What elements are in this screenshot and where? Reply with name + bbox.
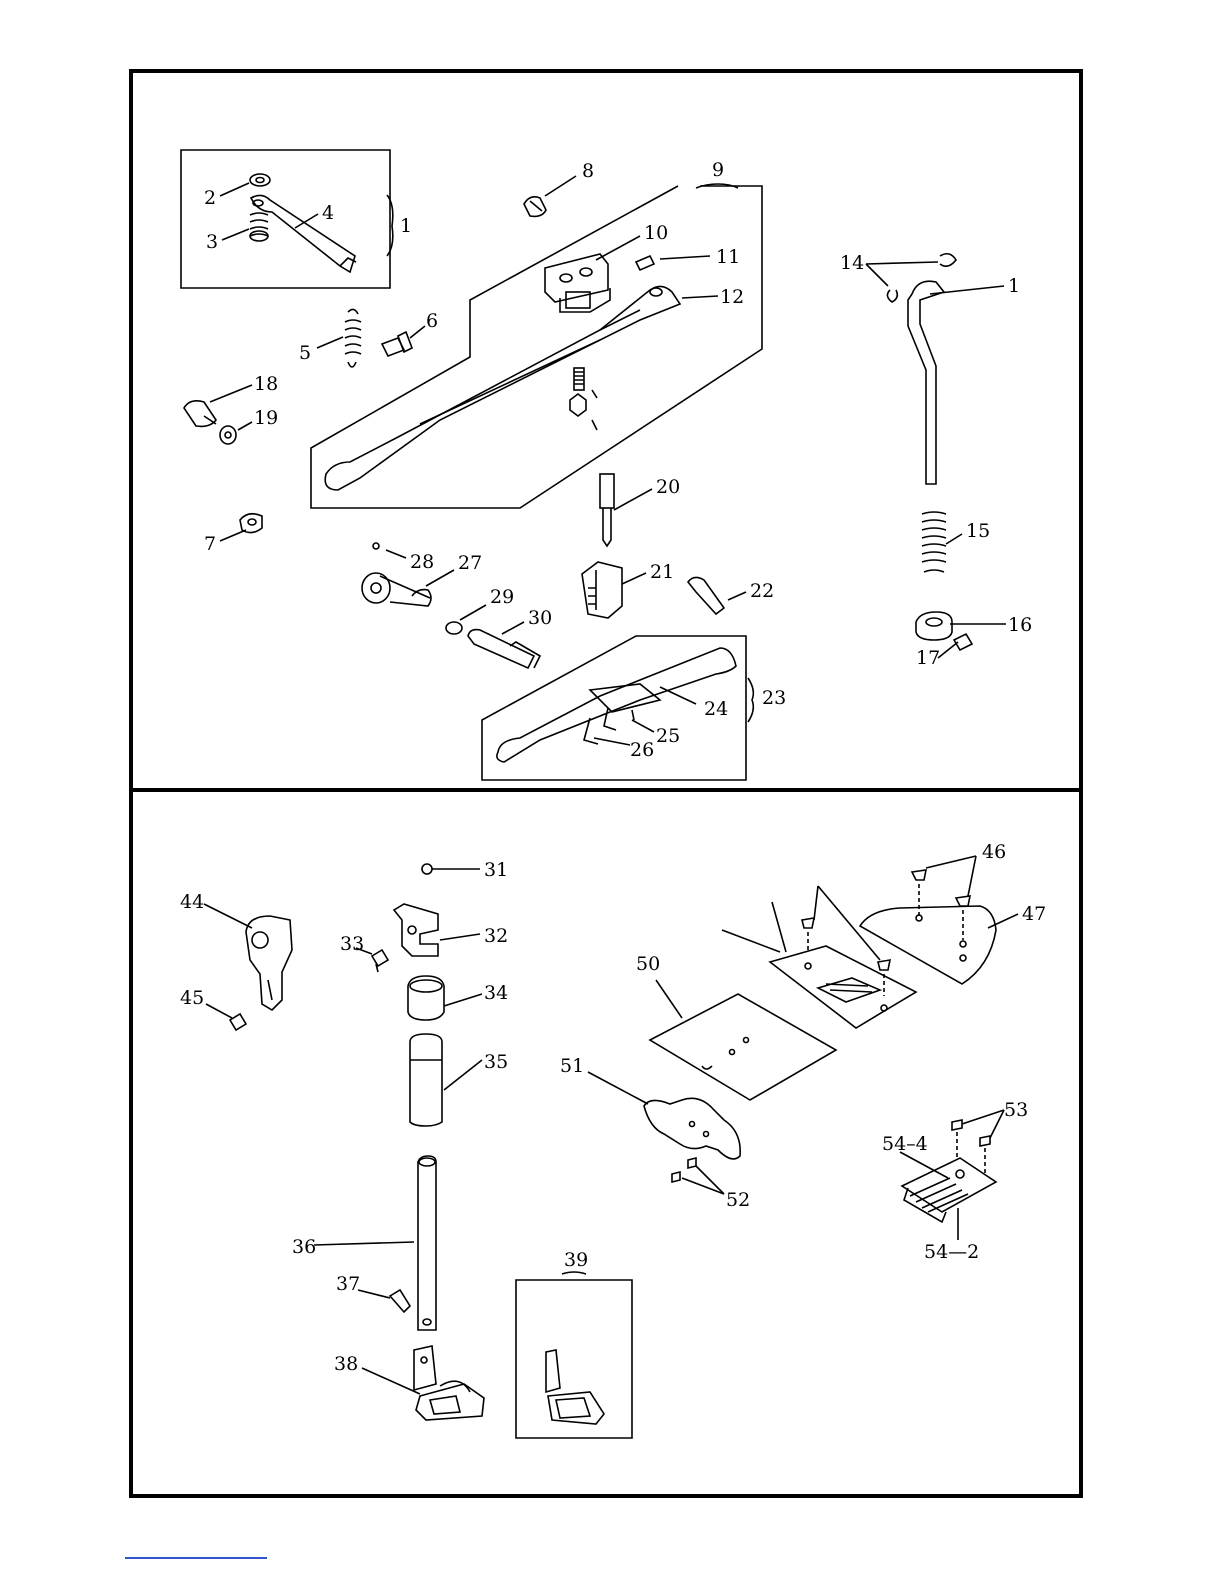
group-9-outline [311,184,762,508]
label-17: 17 [916,647,940,669]
label-52: 52 [726,1189,750,1211]
part-2-washer [220,174,270,196]
part-47-plate [860,906,1018,984]
label-25: 25 [656,725,680,747]
label-51: 51 [560,1055,584,1077]
label-38: 38 [334,1353,358,1375]
throat-plate [722,902,916,1028]
label-50: 50 [636,953,660,975]
part-38-presser-foot [362,1346,484,1420]
label-1-rod: 1 [1008,275,1020,297]
label-3: 3 [206,231,218,253]
label-4: 4 [322,202,334,224]
part-27-wheel [362,570,454,606]
label-26: 26 [630,739,654,761]
footer-link-underline[interactable] [125,1557,267,1559]
label-33: 33 [340,933,364,955]
part-50-slide-plate [650,980,836,1100]
label-34: 34 [484,982,508,1004]
label-31: 31 [484,859,508,881]
label-2: 2 [204,187,216,209]
part-37-screw [358,1290,410,1312]
label-15: 15 [966,520,990,542]
label-29: 29 [490,586,514,608]
part-51-plate [588,1072,740,1159]
part-34-collar [408,976,482,1020]
label-23: 23 [762,687,786,709]
part-44-arm [204,904,292,1010]
part-26-tab [584,718,630,745]
part-15-spring [922,512,962,572]
part-17-screw [938,634,972,658]
label-44: 44 [180,891,204,913]
label-54-2: 54—2 [924,1241,979,1263]
label-22: 22 [750,580,774,602]
label-47: 47 [1022,903,1046,925]
label-54-4: 54–4 [882,1133,928,1155]
part-46-screws [802,856,976,996]
label-37: 37 [336,1273,360,1295]
label-27: 27 [458,552,482,574]
label-18: 18 [254,373,278,395]
part-36-bar [314,1156,436,1330]
label-53: 53 [1004,1099,1028,1121]
part-10-bracket [545,236,640,312]
group-39-box [516,1272,632,1438]
part-18-stud [184,385,252,426]
part-28-ball [373,543,406,558]
part-54-feed-dog [900,1152,996,1240]
part-20-pin [600,474,652,546]
label-20: 20 [656,476,680,498]
part-53-screws [952,1110,1004,1174]
label-35: 35 [484,1051,508,1073]
part-7-nut [220,514,262,541]
part-22-bolt [688,577,746,614]
part-35-tube [410,1034,482,1126]
label-30: 30 [528,607,552,629]
label-7: 7 [204,533,216,555]
group-1-box [181,150,393,288]
part-21-clamp [582,562,646,618]
part-8-screw [524,176,576,216]
part-5-spring [317,309,361,367]
label-24: 24 [704,698,728,720]
label-32: 32 [484,925,508,947]
label-9: 9 [712,159,724,181]
label-10: 10 [644,222,668,244]
label-19: 19 [254,407,278,429]
part-3-spring [222,213,268,241]
label-6: 6 [426,310,438,332]
label-36: 36 [292,1236,316,1258]
part-11-pin [636,256,710,270]
label-12: 12 [720,286,744,308]
label-45: 45 [180,987,204,1009]
label-16: 16 [1008,614,1032,636]
label-21: 21 [650,561,674,583]
label-14: 14 [840,252,864,274]
label-11: 11 [716,246,740,268]
part-52-screws [672,1158,724,1194]
label-1: 1 [400,215,412,237]
label-39: 39 [564,1249,588,1271]
label-8: 8 [582,160,594,182]
part-32-bracket [394,904,480,956]
label-28: 28 [410,551,434,573]
part-19-washer [220,422,252,444]
part-12-bar [325,286,718,490]
part-1-rod [908,281,1004,484]
stud-screw [570,368,597,430]
label-5: 5 [299,342,311,364]
part-24-bar [497,648,736,762]
label-46: 46 [982,841,1006,863]
part-45-screw [206,1004,246,1030]
part-6-screw [382,326,425,356]
part-31-ball [422,864,480,874]
